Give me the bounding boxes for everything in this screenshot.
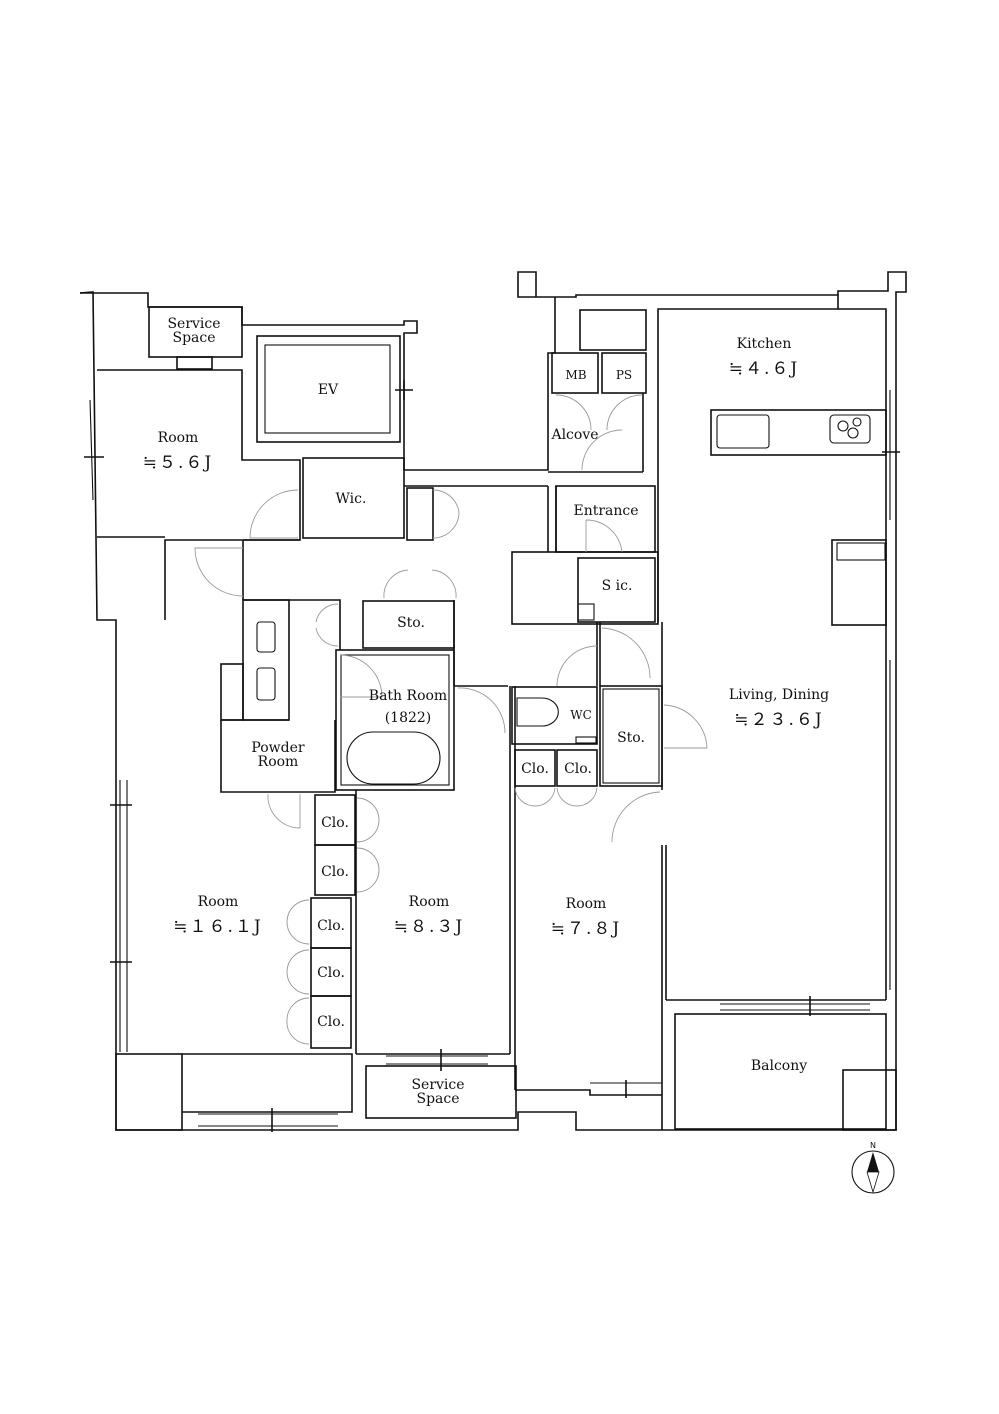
- sto-bath-label: Sto.: [397, 615, 425, 631]
- service-space-bottom-label-1: Service: [411, 1077, 464, 1093]
- wc-label: WC: [570, 708, 592, 722]
- clo-1-label: Clo.: [321, 815, 349, 831]
- sic-label: S ic.: [602, 578, 633, 594]
- entrance-label: Entrance: [573, 503, 638, 519]
- ev-label: EV: [318, 382, 339, 398]
- kitchen-label: Kitchen: [737, 336, 792, 352]
- room-mid-area: ≒８.３J: [394, 917, 464, 937]
- balcony-label: Balcony: [751, 1058, 807, 1074]
- powder-label-2: Room: [258, 754, 299, 770]
- compass: N: [851, 1141, 895, 1194]
- ps-label: PS: [616, 368, 632, 382]
- door-swings: [194, 394, 708, 1045]
- clo-a-label: Clo.: [521, 761, 549, 777]
- bath-label: Bath Room: [369, 688, 447, 704]
- alcove-label: Alcove: [550, 427, 598, 443]
- living-area: ≒２３.６J: [734, 710, 823, 730]
- clo-b-label: Clo.: [564, 761, 592, 777]
- compass-needle-north: [867, 1152, 879, 1172]
- room-right-label: Room: [566, 896, 607, 912]
- service-space-top-label-1: Service: [167, 316, 220, 332]
- room-right-area: ≒７.８J: [551, 919, 621, 939]
- interior-walls: [84, 295, 900, 1132]
- room-big-label: Room: [198, 894, 239, 910]
- room-nw-area: ≒５.６J: [143, 453, 213, 473]
- room-nw-label: Room: [158, 430, 199, 446]
- clo-3-label: Clo.: [317, 918, 345, 934]
- wic-label: Wic.: [336, 491, 367, 507]
- room-mid-label: Room: [409, 894, 450, 910]
- clo-4-label: Clo.: [317, 965, 345, 981]
- bath-size: (1822): [385, 710, 432, 726]
- living-label: Living, Dining: [729, 687, 829, 703]
- outer-walls: [79, 271, 907, 1131]
- compass-needle-south: [866, 1171, 880, 1194]
- powder-label-1: Powder: [251, 740, 305, 756]
- room-big-area: ≒１６.１J: [173, 917, 262, 937]
- room-labels: Service Space EV MB PS Alcove Kitchen ≒４…: [143, 316, 829, 1107]
- clo-2-label: Clo.: [321, 864, 349, 880]
- clo-5-label: Clo.: [317, 1014, 345, 1030]
- compass-north-label: N: [870, 1141, 876, 1150]
- mb-label: MB: [565, 368, 586, 382]
- service-space-bottom-label-2: Space: [416, 1091, 459, 1107]
- kitchen-area: ≒４.６J: [729, 359, 799, 379]
- sto-mid-label: Sto.: [617, 730, 645, 746]
- service-space-top-label-2: Space: [172, 330, 215, 346]
